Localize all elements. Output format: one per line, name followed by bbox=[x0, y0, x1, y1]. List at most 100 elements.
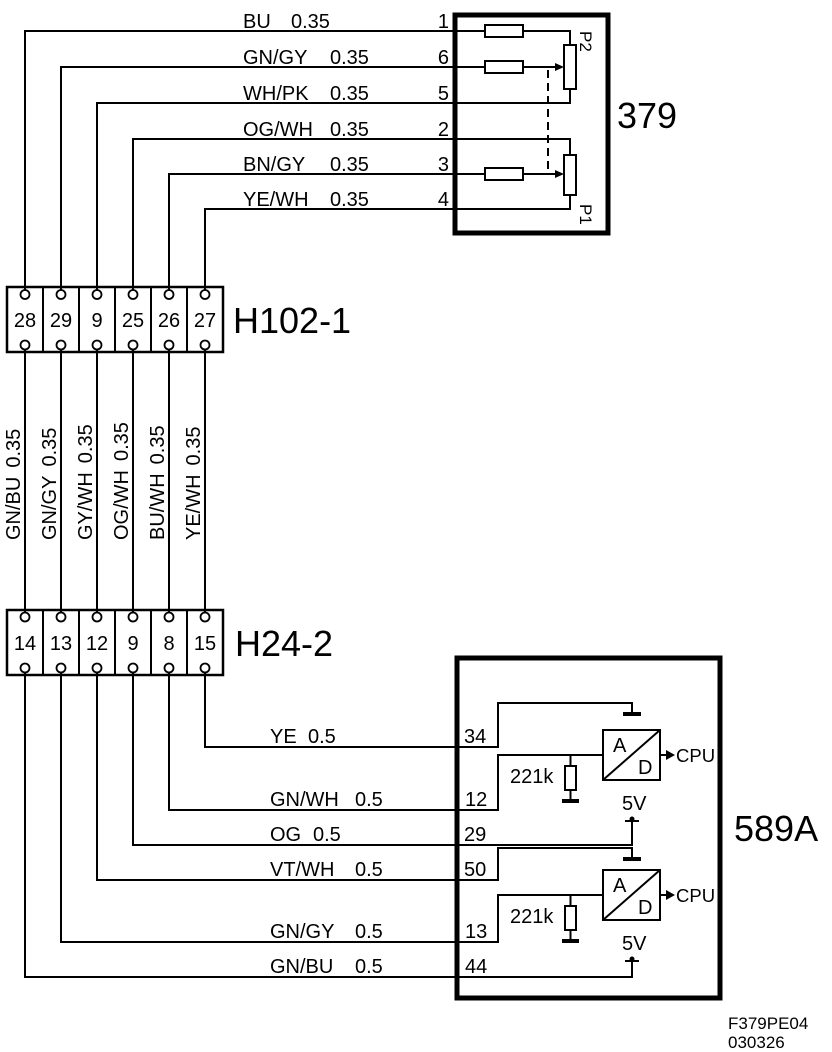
wire-589a-pin-29: OG 0.5 29 bbox=[132, 672, 486, 846]
signal-line bbox=[457, 894, 603, 943]
wire-gauge-label: 0.35 bbox=[291, 11, 330, 33]
wire-color-label: YE/WH bbox=[183, 474, 205, 540]
wire-color-label: GN/GY bbox=[39, 476, 61, 540]
cavity-number: 28 bbox=[14, 310, 36, 332]
ad-converter-output-label: D bbox=[638, 757, 652, 779]
terminal-icon bbox=[163, 662, 175, 674]
terminal-icon bbox=[91, 289, 103, 300]
wire-path bbox=[204, 208, 455, 290]
pin-number: 34 bbox=[464, 726, 486, 748]
connector-h102-1: 28 29 9 25 26 27 H102-1 bbox=[5, 285, 351, 354]
connector-h24-2-label: H24-2 bbox=[235, 623, 333, 664]
terminal-icon bbox=[163, 611, 175, 623]
wire-gauge-label: 0.35 bbox=[330, 83, 369, 105]
connector-h24-2: 14 13 12 9 8 15 H24-2 bbox=[5, 608, 333, 677]
module-589a-outline bbox=[454, 655, 723, 1001]
potentiometer-p2-icon bbox=[563, 44, 577, 90]
ground-return-line bbox=[457, 847, 633, 881]
wire-gauge-label: 0.35 bbox=[330, 47, 369, 69]
wire-color-label: GN/GY bbox=[243, 47, 307, 69]
ad-converter-output-label: D bbox=[638, 897, 652, 919]
module-589a-channel-1: 221k A D CPU 5V bbox=[457, 702, 715, 846]
terminal-icon bbox=[199, 339, 211, 351]
wire-gauge-label: 0.35 bbox=[39, 428, 61, 467]
wire-gauge-label: 0.35 bbox=[3, 429, 25, 468]
cavity-number: 14 bbox=[14, 633, 36, 655]
component-379: P2 P1 379 bbox=[452, 12, 677, 236]
wire-gauge-label: 0.5 bbox=[308, 726, 336, 748]
wire-379-pin-4: YE/WH 0.35 4 bbox=[204, 189, 455, 290]
resistor-icon bbox=[564, 905, 577, 931]
supply-label: 5V bbox=[622, 933, 647, 955]
resistor-icon bbox=[484, 60, 524, 74]
cavity-number: 27 bbox=[194, 310, 216, 332]
wire-589a-pin-13: GN/GY 0.5 13 bbox=[60, 672, 487, 943]
wire-gauge-label: 0.5 bbox=[355, 789, 383, 811]
terminal-icon bbox=[19, 289, 31, 300]
cavity-number: 9 bbox=[91, 310, 102, 332]
wire-path bbox=[60, 672, 457, 943]
terminal-icon bbox=[55, 662, 67, 674]
module-589a-channel-2: 221k A D CPU 5V bbox=[457, 847, 715, 978]
pin-number: 44 bbox=[465, 956, 487, 978]
wire-589a-pin-34: YE 0.5 34 bbox=[204, 672, 486, 748]
wire-path bbox=[96, 102, 455, 290]
component-379-label: 379 bbox=[617, 95, 677, 136]
ad-converter-input-label: A bbox=[613, 735, 627, 757]
terminal-icon bbox=[55, 339, 67, 351]
wire-gauge-label: 0.5 bbox=[355, 956, 383, 978]
wire-path bbox=[132, 138, 455, 290]
wire-gauge-label: 0.35 bbox=[330, 119, 369, 141]
harness-wire-label: OG/WH0.35 bbox=[111, 422, 133, 540]
potentiometer-p1-icon bbox=[563, 154, 577, 196]
pin-number: 50 bbox=[464, 859, 486, 881]
wire-color-label: GN/GY bbox=[270, 921, 334, 943]
pin-number: 2 bbox=[438, 119, 449, 141]
internal-line bbox=[523, 30, 571, 45]
potentiometer-p1-label: P1 bbox=[576, 204, 595, 225]
wiper-arrow-icon bbox=[555, 63, 564, 71]
ad-converter-diagonal bbox=[602, 869, 661, 921]
terminal-icon bbox=[127, 339, 139, 351]
pin-number: 4 bbox=[438, 189, 449, 211]
ground-return-line bbox=[457, 702, 633, 748]
terminal-icon bbox=[55, 289, 67, 300]
cpu-label: CPU bbox=[676, 885, 715, 906]
wire-path bbox=[168, 173, 455, 290]
signal-line bbox=[457, 754, 603, 811]
wire-path bbox=[132, 672, 457, 846]
terminal-icon bbox=[55, 611, 67, 623]
terminal-icon bbox=[19, 611, 31, 623]
cavity-number: 12 bbox=[86, 633, 108, 655]
harness-wires: GN/BU0.35 GN/GY0.35 GY/WH0.35 OG/WH0.35 … bbox=[3, 349, 206, 613]
terminal-icon bbox=[199, 289, 211, 300]
wire-color-label: GN/BU bbox=[270, 956, 333, 978]
wire-379-pin-5: WH/PK 0.35 5 bbox=[96, 83, 455, 290]
pin-number: 1 bbox=[438, 11, 449, 33]
wire-path bbox=[60, 66, 455, 290]
resistor-icon bbox=[484, 167, 524, 181]
supply-line bbox=[457, 961, 633, 978]
wire-color-label: YE bbox=[270, 726, 297, 748]
wire-path bbox=[168, 672, 457, 811]
cavity-number: 9 bbox=[127, 633, 138, 655]
wire-gauge-label: 0.35 bbox=[330, 189, 369, 211]
wire-color-label: OG bbox=[270, 824, 301, 846]
wire-path bbox=[24, 672, 457, 978]
component-379-outline bbox=[452, 12, 611, 236]
terminal-icon bbox=[127, 662, 139, 674]
harness-wire-label: YE/WH0.35 bbox=[183, 427, 205, 541]
drawing-id: F379PE04 bbox=[728, 1014, 808, 1033]
wire-color-label: BN/GY bbox=[243, 154, 305, 176]
terminal-icon bbox=[19, 339, 31, 351]
wire-color-label: GN/BU bbox=[3, 477, 25, 540]
terminal-icon bbox=[163, 289, 175, 300]
pin-number: 12 bbox=[465, 789, 487, 811]
harness-wire-label: GN/GY 0.35 bbox=[39, 428, 61, 540]
wire-gauge-label: 0.5 bbox=[355, 921, 383, 943]
harness-wire-label: GN/BU 0.35 bbox=[3, 429, 25, 540]
terminal-icon bbox=[199, 611, 211, 623]
resistor-icon bbox=[484, 24, 524, 38]
wire-589a-pin-50: VT/WH 0.5 50 bbox=[96, 672, 486, 881]
